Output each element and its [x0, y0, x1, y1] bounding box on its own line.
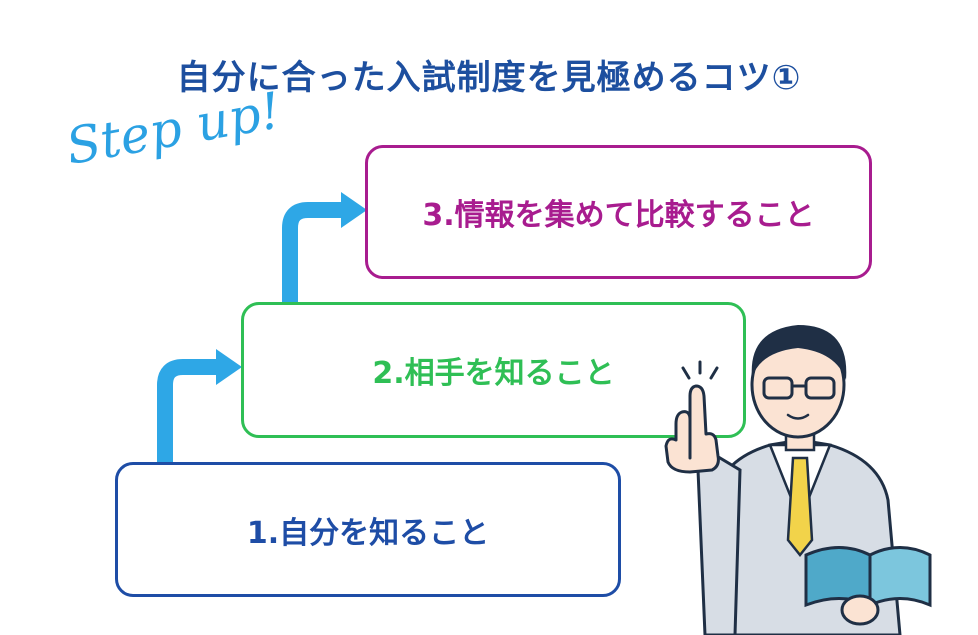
arrow-1-to-2: [157, 359, 218, 462]
hair: [751, 325, 847, 380]
arrow-2-head: [341, 192, 367, 228]
arrow-2-to-3: [282, 202, 343, 302]
holding-hand: [840, 594, 880, 626]
step-1-label: 1.自分を知ること: [246, 515, 490, 551]
pointing-hand-icon: [664, 384, 720, 474]
page-title: 自分に合った入試制度を見極めるコツ①: [176, 58, 802, 98]
tie: [786, 456, 814, 558]
step-2-label: 2.相手を知ること: [372, 356, 615, 391]
step-1-box: 1.自分を知ること: [115, 462, 621, 597]
step-2-box: 2.相手を知ること: [241, 302, 746, 438]
book-icon: [804, 546, 932, 608]
step-3-label: 3.情報を集めて比較すること: [422, 198, 815, 233]
glasses-icon: [762, 376, 836, 400]
attention-marks-icon: [681, 360, 719, 380]
arrow-1-head: [216, 349, 242, 385]
raised-arm: [696, 453, 742, 635]
step-3-box: 3.情報を集めて比較すること: [365, 145, 872, 279]
